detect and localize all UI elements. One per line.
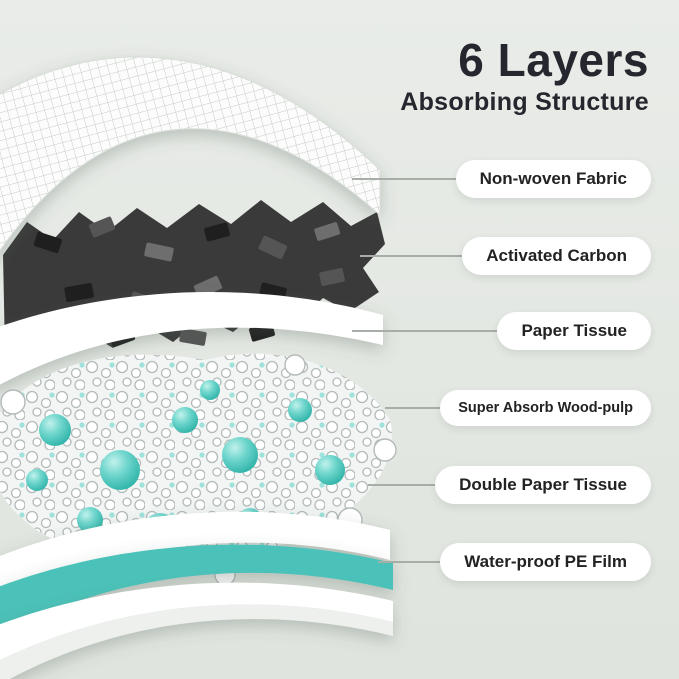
leader-line [368,484,440,486]
layer-label-paper-tissue: Paper Tissue [497,312,651,350]
layer-label-pe-film: Water-proof PE Film [440,543,651,581]
paper-tissue-art [0,292,383,385]
layer-label-wood-pulp: Super Absorb Wood-pulp [440,390,651,426]
label-row-paper-tissue: Paper Tissue [352,312,651,350]
label-row-non-woven-fabric: Non-woven Fabric [352,160,651,198]
layer-label-activated-carbon: Activated Carbon [462,237,651,275]
label-row-double-paper-tissue: Double Paper Tissue [368,466,651,504]
label-row-activated-carbon: Activated Carbon [360,237,651,275]
layer-label-double-paper-tissue: Double Paper Tissue [435,466,651,504]
leader-line [352,178,460,180]
leader-line [385,407,445,409]
pe-film-art [0,544,393,635]
layer-label-non-woven-fabric: Non-woven Fabric [455,160,651,198]
title-block: 6 Layers Absorbing Structure [400,36,649,117]
double-tissue-art [0,511,390,601]
page-subtitle: Absorbing Structure [400,88,649,117]
layer-stack-illustration [0,56,397,679]
base-sheet-art [0,582,393,679]
leader-line [378,561,445,563]
leader-line [360,255,467,257]
label-row-pe-film: Water-proof PE Film [378,543,651,581]
leader-line [352,330,502,332]
label-row-wood-pulp: Super Absorb Wood-pulp [385,389,651,427]
page-title: 6 Layers [458,34,649,86]
non-woven-fabric-art [0,56,381,252]
